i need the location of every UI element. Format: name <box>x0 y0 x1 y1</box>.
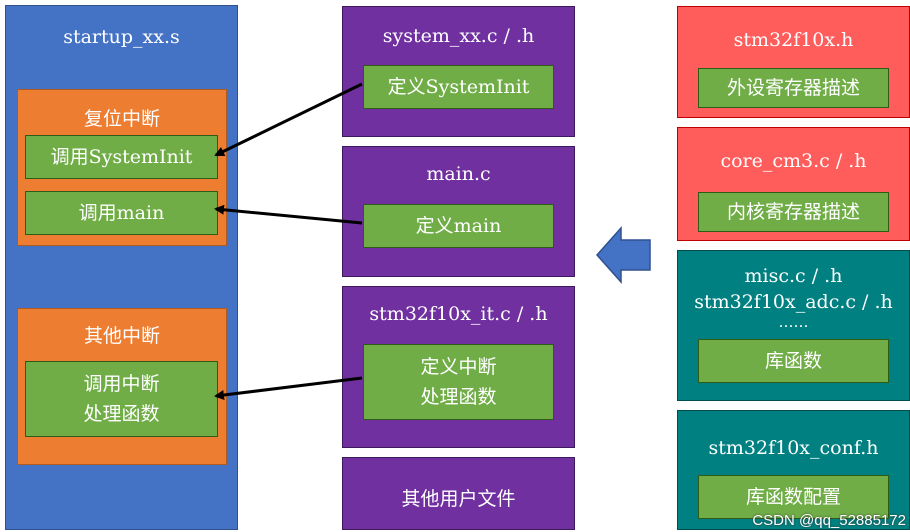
other-interrupt-box: 其他中断 调用中断 处理函数 <box>17 308 227 465</box>
adc-file-label: stm32f10x_adc.c / .h <box>694 291 893 313</box>
library-config-box: 库函数配置 <box>698 475 889 519</box>
main-file-box: main.c 定义main <box>342 146 575 277</box>
it-file-title: stm32f10x_it.c / .h <box>369 303 548 325</box>
main-file-title: main.c <box>426 163 491 185</box>
stm32f10x-header-box: stm32f10x.h 外设寄存器描述 <box>677 6 910 118</box>
define-interrupt-line2: 处理函数 <box>420 386 497 408</box>
call-systeminit-box: 调用SystemInit <box>25 135 218 179</box>
call-main-box: 调用main <box>25 191 218 235</box>
reset-interrupt-box: 复位中断 调用SystemInit 调用main <box>17 89 227 246</box>
peripheral-register-desc-box: 外设寄存器描述 <box>698 68 889 108</box>
conf-file-title: stm32f10x_conf.h <box>708 437 879 459</box>
arrow-main <box>214 204 363 225</box>
system-file-title: system_xx.c / .h <box>382 25 535 47</box>
user-files-title: 其他用户文件 <box>401 488 516 510</box>
arrow-interrupt <box>214 376 363 400</box>
startup-file-box: startup_xx.s 复位中断 调用SystemInit 调用main 其他… <box>5 5 238 530</box>
core-register-desc-box: 内核寄存器描述 <box>698 192 889 232</box>
call-interrupt-handler-box: 调用中断 处理函数 <box>25 361 218 437</box>
misc-file-label: misc.c / .h <box>744 265 843 287</box>
define-interrupt-line1: 定义中断 <box>420 356 497 378</box>
startup-file-title: startup_xx.s <box>63 26 180 48</box>
call-interrupt-line2: 处理函数 <box>83 403 160 425</box>
user-files-box: 其他用户文件 <box>342 457 575 530</box>
define-systeminit-box: 定义SystemInit <box>363 65 554 109</box>
core-cm3-title: core_cm3.c / .h <box>720 150 867 172</box>
it-file-box: stm32f10x_it.c / .h 定义中断 处理函数 <box>342 286 575 448</box>
include-arrow-icon <box>595 226 651 284</box>
reset-interrupt-title: 复位中断 <box>83 108 160 130</box>
ellipsis-label: …… <box>778 313 809 331</box>
define-interrupt-handler-box: 定义中断 处理函数 <box>363 344 554 420</box>
conf-file-box: stm32f10x_conf.h 库函数配置 <box>677 410 910 530</box>
core-cm3-box: core_cm3.c / .h 内核寄存器描述 <box>677 127 910 241</box>
define-main-box: 定义main <box>363 204 554 248</box>
call-interrupt-line1: 调用中断 <box>83 373 160 395</box>
stm32f10x-header-title: stm32f10x.h <box>733 29 854 51</box>
other-interrupt-title: 其他中断 <box>83 325 160 347</box>
system-file-box: system_xx.c / .h 定义SystemInit <box>342 6 575 137</box>
library-files-box: misc.c / .h stm32f10x_adc.c / .h …… 库函数 <box>677 250 910 401</box>
library-functions-box: 库函数 <box>698 339 889 383</box>
arrow-systeminit <box>214 82 363 157</box>
csdn-watermark: CSDN @qq_52885172 <box>752 512 906 529</box>
